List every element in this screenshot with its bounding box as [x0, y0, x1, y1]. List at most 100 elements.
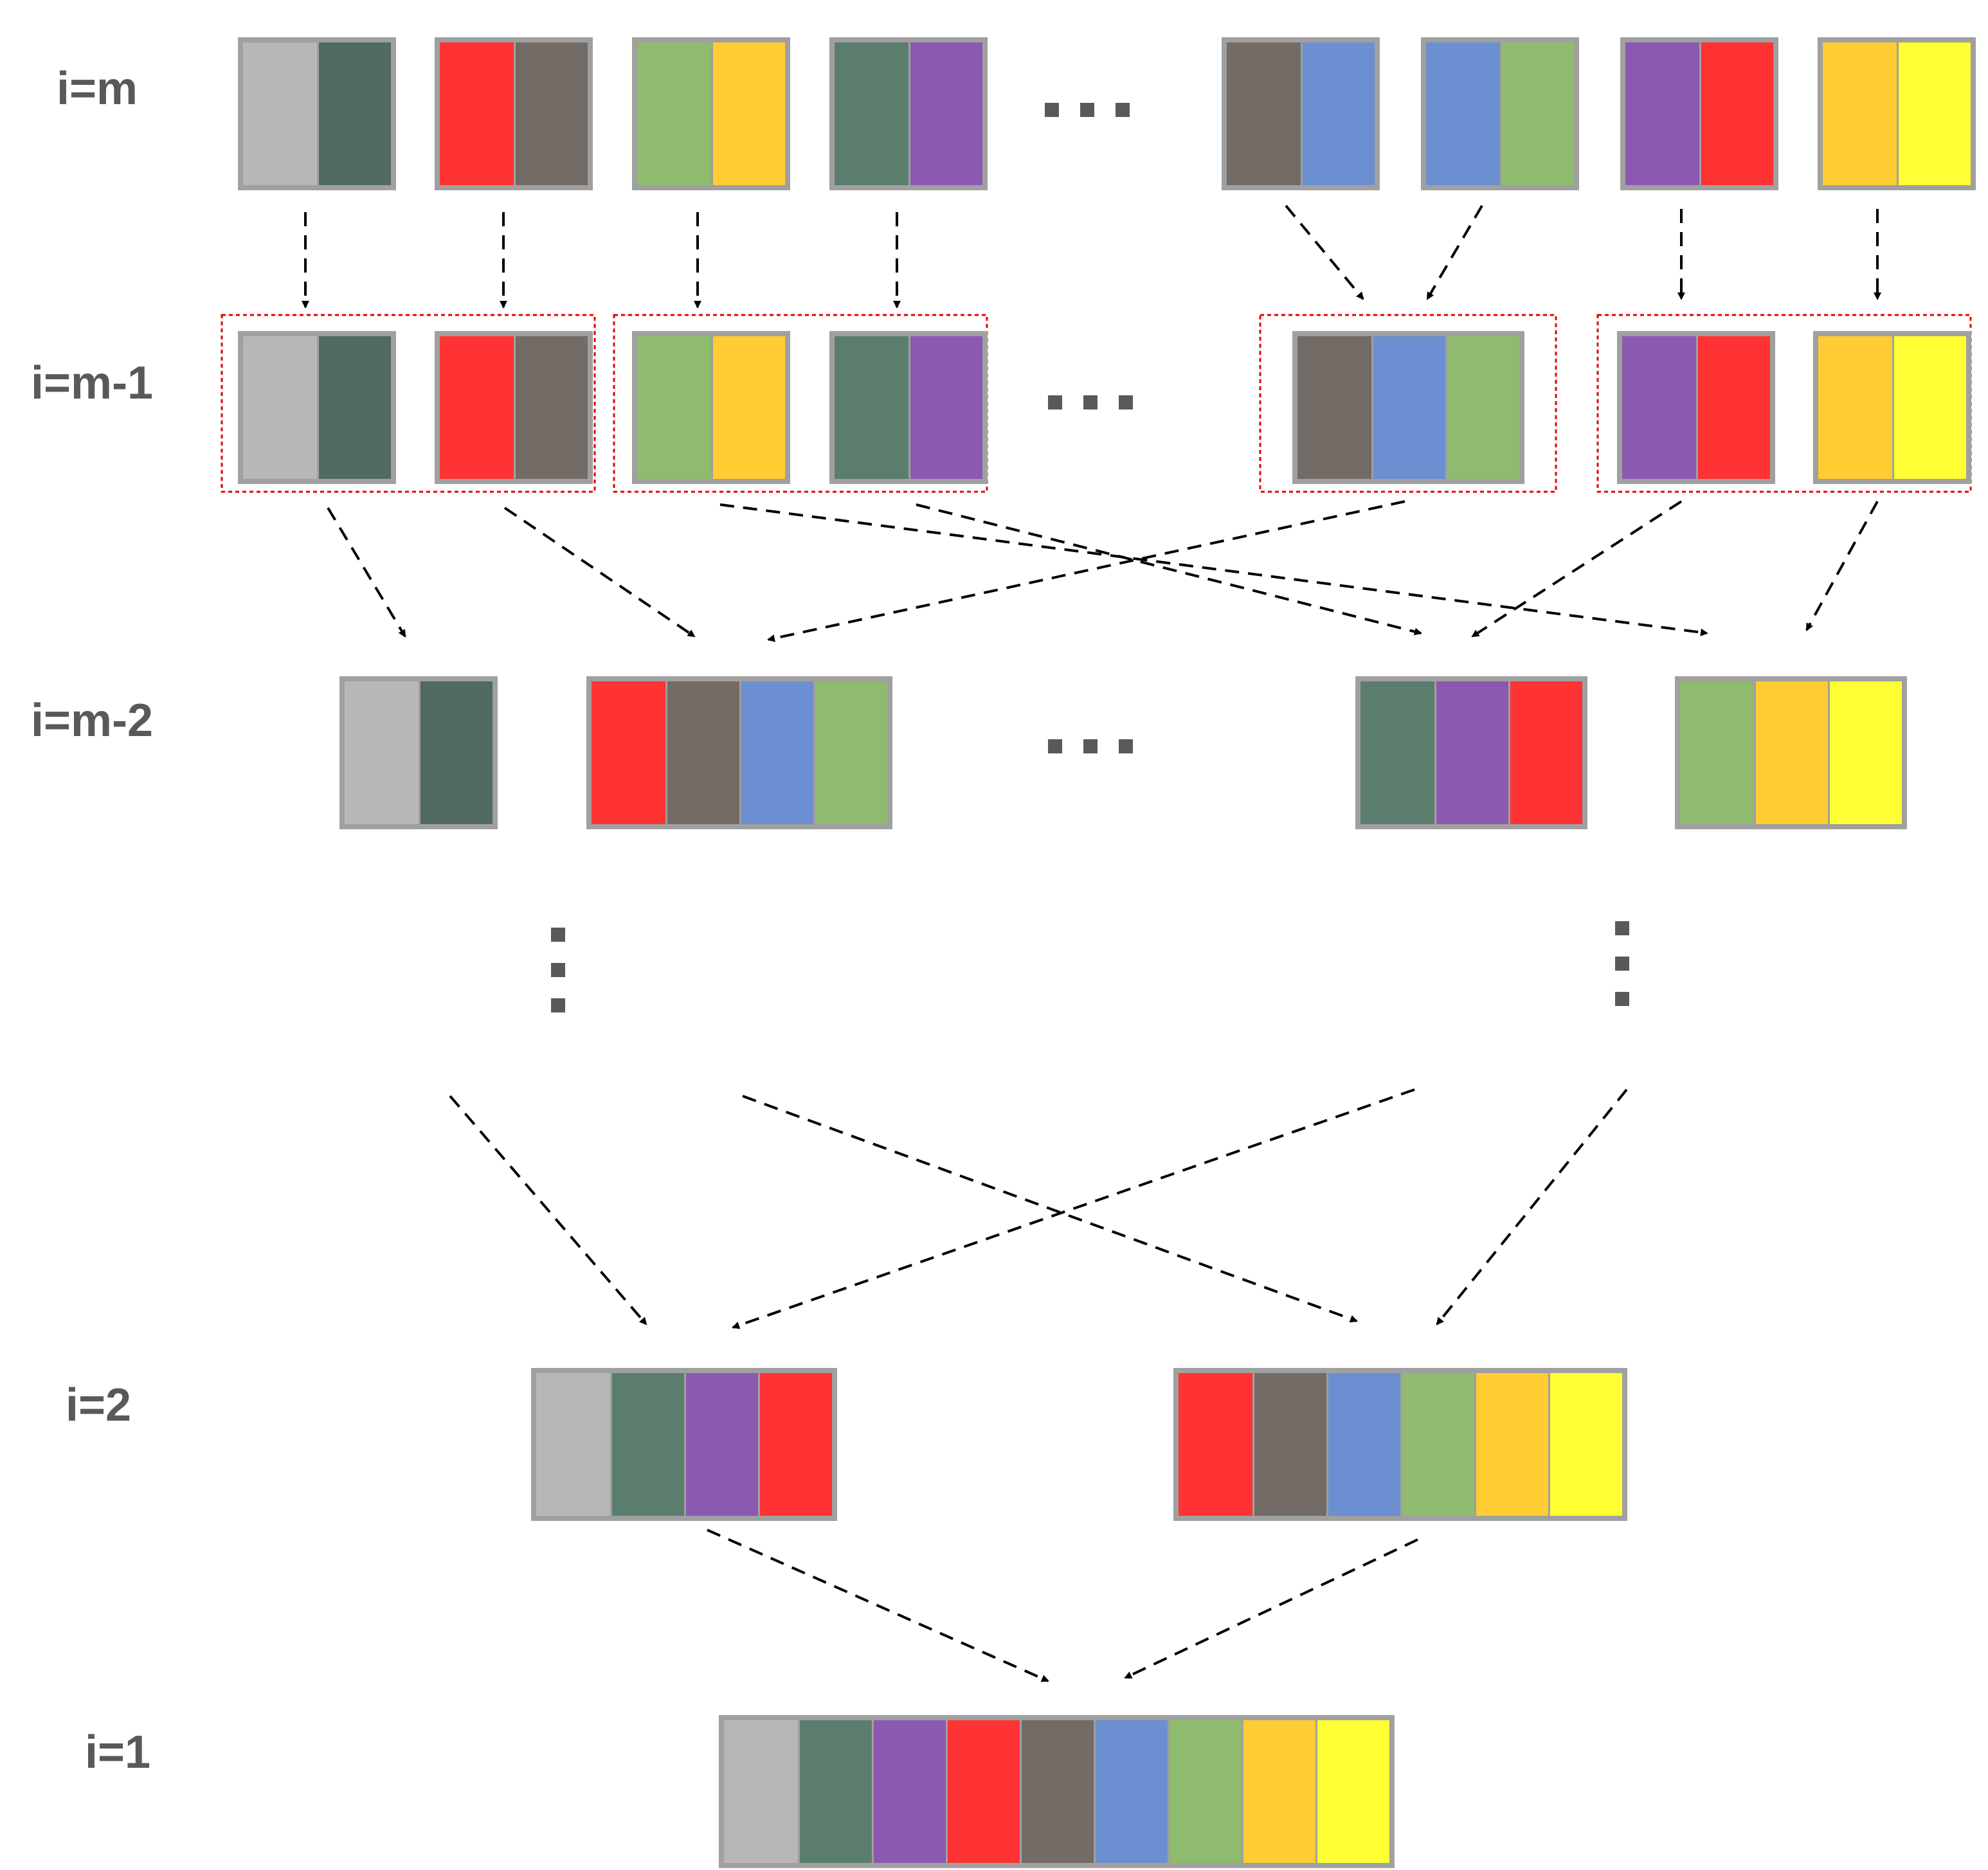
block-level-1-5 [1617, 331, 1775, 484]
cell-yellow [1894, 336, 1966, 479]
merge-arrows [302, 204, 1881, 1682]
level-label-m-1: i=m-1 [31, 357, 153, 409]
arrow [327, 507, 406, 638]
ellipsis-dot [551, 998, 565, 1012]
block-level-0-7 [1818, 37, 1976, 190]
ellipsis-marks [551, 103, 1629, 1012]
group-outline [1259, 314, 1557, 493]
arrow [1426, 204, 1483, 300]
ellipsis-dot [551, 963, 565, 977]
cell-blue [1303, 42, 1375, 185]
arrow [719, 503, 1708, 636]
ellipsis-dot [1083, 395, 1098, 409]
block-level-3-1 [1173, 1368, 1627, 1521]
level-label-2: i=2 [66, 1380, 131, 1431]
arrow [1124, 1538, 1418, 1679]
cell-purple [910, 336, 982, 479]
cell-green [1402, 1373, 1474, 1516]
cell-taupe [1297, 336, 1371, 479]
level-label-m-2: i=m-2 [31, 695, 153, 746]
cell-purple [1625, 42, 1699, 185]
ellipsis-dot [1615, 992, 1629, 1006]
cell-taupe [1227, 42, 1301, 185]
cell-light_gray [243, 42, 317, 185]
level-label-1: i=1 [85, 1727, 150, 1778]
ellipsis-dot [551, 928, 565, 942]
cell-teal_green [800, 1720, 872, 1863]
ellipsis-dot [1615, 957, 1629, 971]
cell-dark_green [319, 336, 391, 479]
cell-red [440, 42, 514, 185]
cell-red [1698, 336, 1770, 479]
cell-teal_green [835, 336, 908, 479]
block-level-0-2 [632, 37, 790, 190]
cell-purple [1622, 336, 1696, 479]
cell-yellow [1830, 681, 1902, 824]
block-level-0-4 [1222, 37, 1380, 190]
cell-red [760, 1373, 832, 1516]
cell-red [948, 1720, 1020, 1863]
cell-yellow [1550, 1373, 1622, 1516]
cell-blue [1426, 42, 1500, 185]
cell-taupe [1254, 1373, 1326, 1516]
arrow [767, 500, 1405, 642]
cell-purple [686, 1373, 758, 1516]
cell-dark_green [420, 681, 492, 824]
block-level-2-0 [339, 676, 498, 829]
block-level-0-1 [435, 37, 593, 190]
cell-taupe [516, 42, 588, 185]
cell-green [1502, 42, 1574, 185]
ellipsis-dot [1080, 103, 1094, 117]
group-outline [221, 314, 596, 493]
cell-blue [1096, 1720, 1168, 1863]
cell-yellow [1899, 42, 1971, 185]
arrow [707, 1529, 1049, 1682]
cell-orange [713, 42, 785, 185]
cell-teal_green [1360, 681, 1434, 824]
cell-purple [910, 42, 982, 185]
cell-orange [1818, 336, 1892, 479]
cell-red [1701, 42, 1773, 185]
block-level-2-2 [1355, 676, 1587, 829]
cell-red [440, 336, 514, 479]
arrow [503, 507, 696, 638]
arrow [1471, 500, 1683, 638]
cell-dark_green [319, 42, 391, 185]
cell-blue [1373, 336, 1445, 479]
arrow [732, 1088, 1415, 1329]
cell-taupe [516, 336, 588, 479]
ellipsis-dot [1615, 921, 1629, 935]
ellipsis-dot [1045, 103, 1059, 117]
cell-orange [713, 336, 785, 479]
block-level-2-1 [586, 676, 892, 829]
ellipsis-dot [1116, 103, 1130, 117]
cell-green [1680, 681, 1754, 824]
level-label-m: i=m [57, 63, 138, 114]
cell-light_gray [536, 1373, 610, 1516]
cell-red [1179, 1373, 1252, 1516]
cell-green [815, 681, 887, 824]
arrow [1285, 204, 1364, 300]
arrow [1436, 1088, 1628, 1326]
cell-light_gray [243, 336, 317, 479]
arrow [449, 1095, 647, 1326]
cell-yellow [1317, 1720, 1389, 1863]
cell-blue [741, 681, 813, 824]
ellipsis-dot [1119, 739, 1133, 753]
cell-green [1447, 336, 1519, 479]
block-level-1-6 [1813, 331, 1971, 484]
block-level-1-4 [1292, 331, 1524, 484]
ellipsis-dot [1048, 395, 1062, 409]
block-level-4-0 [719, 1715, 1395, 1868]
arrow [916, 503, 1422, 636]
cell-blue [1328, 1373, 1400, 1516]
blocks-layer [238, 37, 1976, 1868]
cell-teal_green [612, 1373, 684, 1516]
cell-orange [1756, 681, 1828, 824]
cell-taupe [1022, 1720, 1094, 1863]
block-level-0-0 [238, 37, 396, 190]
cell-red [1510, 681, 1582, 824]
cell-taupe [667, 681, 739, 824]
cell-teal_green [835, 42, 908, 185]
ellipsis-dot [1083, 739, 1098, 753]
